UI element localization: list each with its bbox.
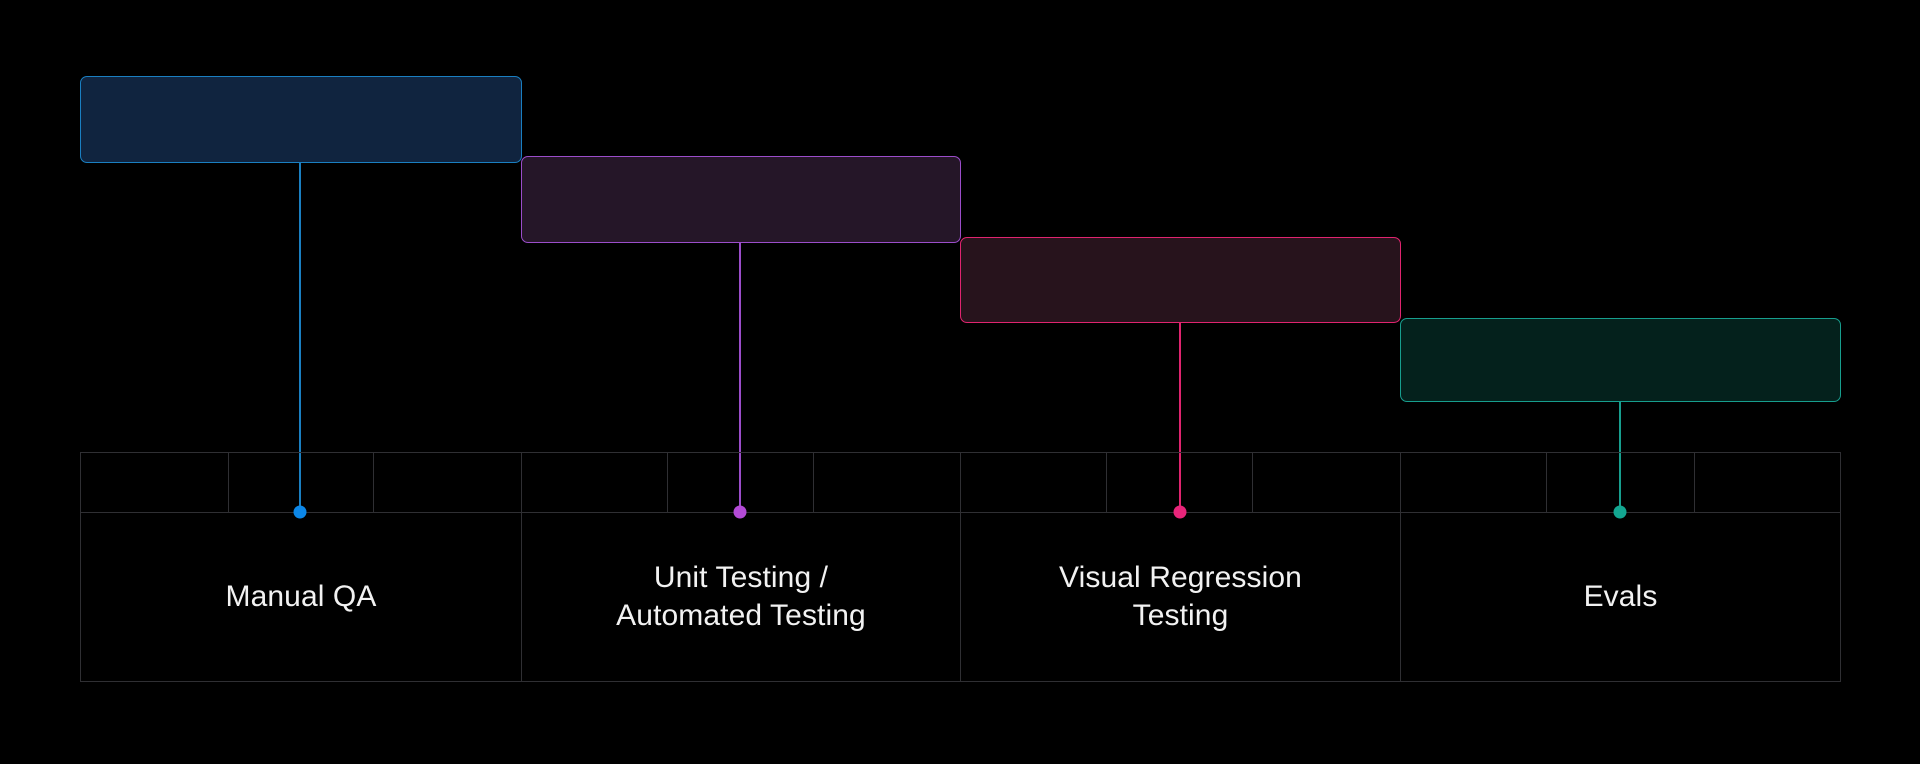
phase-box-manual-qa[interactable] xyxy=(80,76,522,163)
axis-dot-unit-testing[interactable] xyxy=(733,505,747,519)
label-column-divider xyxy=(521,452,522,682)
phase-label-visual-regression: Visual Regression Testing xyxy=(1059,560,1302,632)
tick-divider xyxy=(1252,452,1253,512)
connector-line-visual-regression xyxy=(1179,323,1181,512)
phase-box-visual-regression[interactable] xyxy=(960,237,1401,323)
tick-divider xyxy=(373,452,374,512)
phase-box-evals[interactable] xyxy=(1400,318,1841,402)
axis-dot-manual-qa[interactable] xyxy=(293,505,307,519)
tick-divider xyxy=(667,452,668,512)
label-column-divider xyxy=(960,452,961,682)
phase-label-evals: Evals xyxy=(1583,579,1658,613)
connector-line-unit-testing xyxy=(739,243,741,512)
tick-divider xyxy=(813,452,814,512)
phase-box-unit-testing[interactable] xyxy=(521,156,961,243)
phase-label-manual-qa: Manual QA xyxy=(225,579,377,613)
tick-divider xyxy=(1106,452,1107,512)
phase-label-unit-testing: Unit Testing / Automated Testing xyxy=(616,560,866,632)
axis-dot-visual-regression[interactable] xyxy=(1173,505,1187,519)
label-column-divider xyxy=(1400,452,1401,682)
tick-divider xyxy=(1694,452,1695,512)
tick-divider xyxy=(1546,452,1547,512)
connector-line-evals xyxy=(1619,402,1621,512)
tick-divider xyxy=(228,452,229,512)
axis-dot-evals[interactable] xyxy=(1613,505,1627,519)
timeline-grid xyxy=(80,452,1841,682)
connector-line-manual-qa xyxy=(299,163,301,512)
